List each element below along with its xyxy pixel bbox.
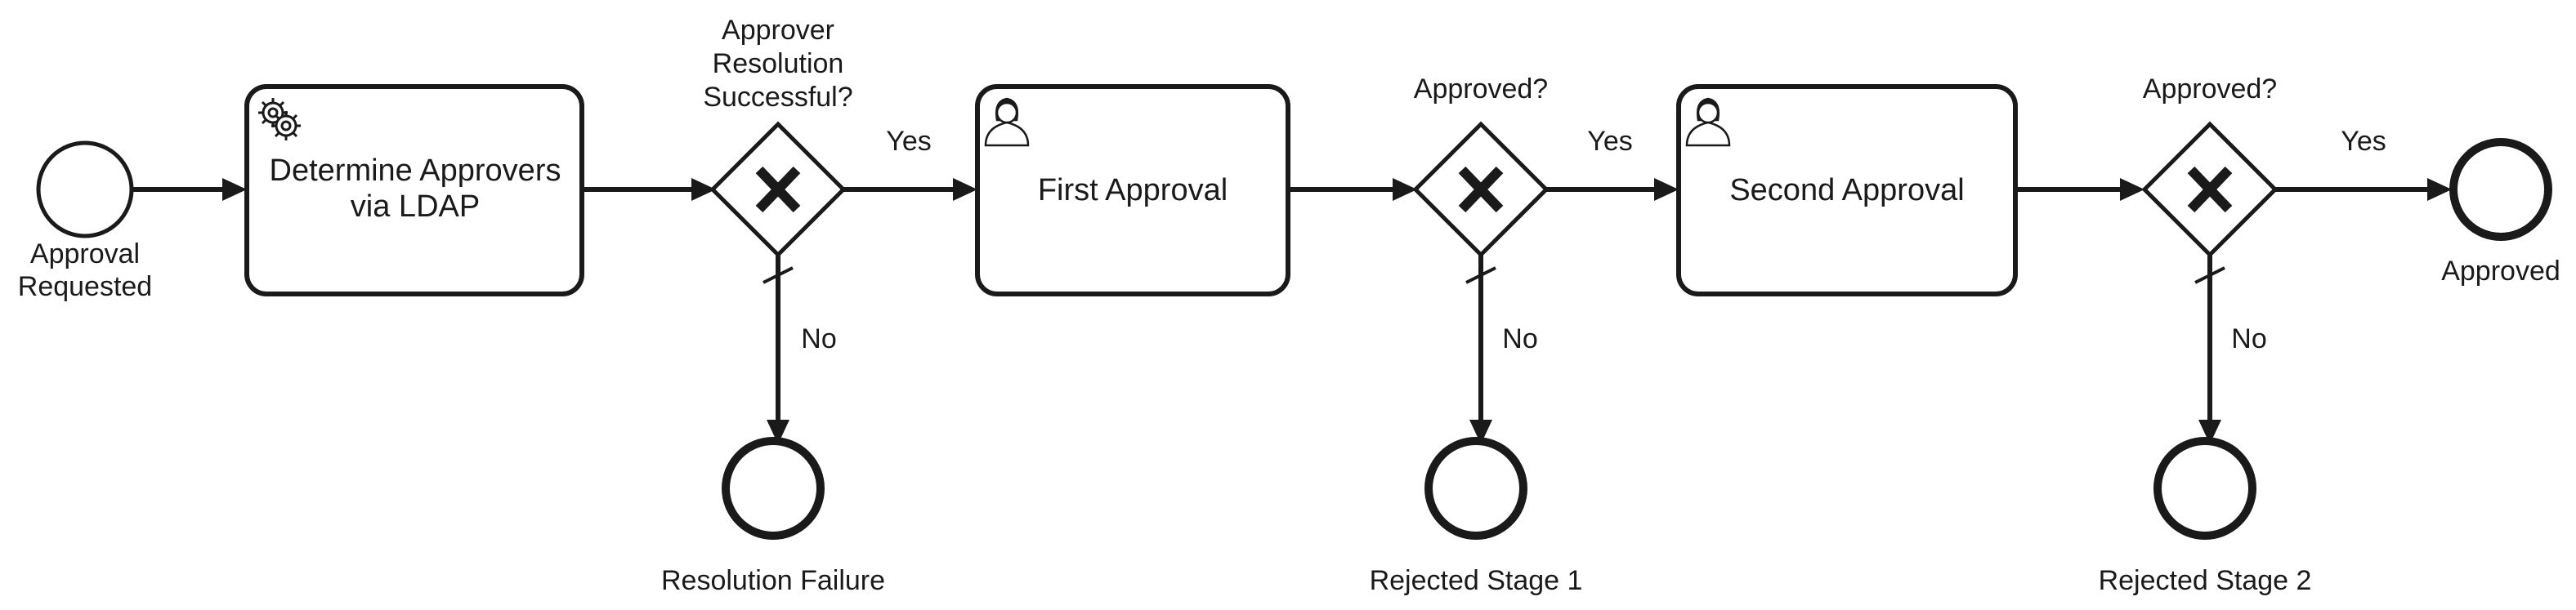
flow-label-yes-2: Yes [1587, 126, 1632, 157]
arrowhead [2198, 420, 2221, 444]
end-event-resolution-failure-circle[interactable] [722, 437, 825, 540]
gateway-approver-resolution[interactable]: Approver Resolution Successful? [703, 15, 853, 258]
exclusive-x-icon [755, 166, 801, 213]
gateway-1-label-line-2: Resolution [713, 48, 844, 79]
task-ldap-label-line-1: Determine Approvers [270, 154, 561, 188]
gateway-approved-1[interactable]: Approved? [1412, 73, 1550, 258]
exclusive-x-icon [1458, 166, 1504, 213]
gear-icon [258, 98, 301, 140]
flow-label-no-3: No [2231, 323, 2266, 354]
arrowhead [1654, 178, 1679, 201]
task-first-approval-box[interactable] [975, 84, 1290, 296]
gateway-2-label: Approved? [1414, 73, 1548, 105]
task-second-approval[interactable]: Second Approval [1676, 84, 2018, 296]
task-determine-approvers[interactable]: Determine Approvers via LDAP [244, 84, 584, 296]
user-icon [984, 97, 1030, 147]
default-flow-marker [763, 266, 794, 284]
task-second-approval-label: Second Approval [1729, 173, 1964, 207]
end-event-rejected-2-circle[interactable] [2153, 437, 2256, 540]
end-event-resolution-failure-label: Resolution Failure [661, 565, 885, 596]
flow-label-no-1: No [801, 323, 836, 354]
arrowhead [767, 420, 789, 444]
start-event-label-line-1: Approval [30, 238, 140, 269]
arrowhead [1393, 178, 1417, 201]
flow-label-no-2: No [1502, 323, 1537, 354]
default-flow-marker [1465, 266, 1496, 284]
exclusive-x-icon [2187, 166, 2233, 213]
flow-label-yes-1: Yes [886, 126, 931, 157]
end-event-rejected-1-circle[interactable] [1424, 437, 1527, 540]
arrowhead [953, 178, 977, 201]
task-ldap-label-line-2: via LDAP [351, 189, 480, 224]
task-second-approval-box[interactable] [1676, 84, 2018, 296]
arrowhead [222, 178, 247, 201]
user-icon [1685, 97, 1731, 147]
task-first-approval-label: First Approval [1038, 173, 1228, 207]
end-event-approved-circle[interactable] [2449, 138, 2552, 241]
task-first-approval[interactable]: First Approval [975, 84, 1290, 296]
sequence-flows [132, 187, 2429, 426]
end-event-rejected-stage-1[interactable]: Rejected Stage 1 [1370, 437, 1583, 596]
end-event-rejected-1-label: Rejected Stage 1 [1370, 565, 1583, 596]
task-ldap-box[interactable] [244, 84, 584, 296]
arrow-heads [222, 178, 2452, 444]
arrowhead [1469, 420, 1492, 444]
arrowhead [691, 178, 716, 201]
start-event-label-line-2: Requested [18, 271, 152, 302]
end-event-rejected-stage-2[interactable]: Rejected Stage 2 [2099, 437, 2312, 596]
default-flow-marker [2194, 266, 2225, 284]
start-event-approval-requested[interactable]: Approval Requested [18, 140, 152, 302]
end-event-approved-label: Approved [2441, 256, 2560, 287]
gateway-1-label-line-3: Successful? [703, 82, 852, 113]
end-event-approved[interactable]: Approved [2441, 138, 2560, 287]
flow-label-yes-3: Yes [2341, 126, 2386, 157]
gateway-1-label-line-1: Approver [722, 15, 834, 46]
arrowhead [2120, 178, 2144, 201]
end-event-rejected-2-label: Rejected Stage 2 [2099, 565, 2312, 596]
arrowhead [2427, 178, 2452, 201]
gateway-approved-2[interactable]: Approved? [2141, 73, 2279, 258]
end-event-resolution-failure[interactable]: Resolution Failure [661, 437, 885, 596]
start-event-circle[interactable] [36, 140, 134, 238]
gateway-3-label: Approved? [2143, 73, 2277, 105]
